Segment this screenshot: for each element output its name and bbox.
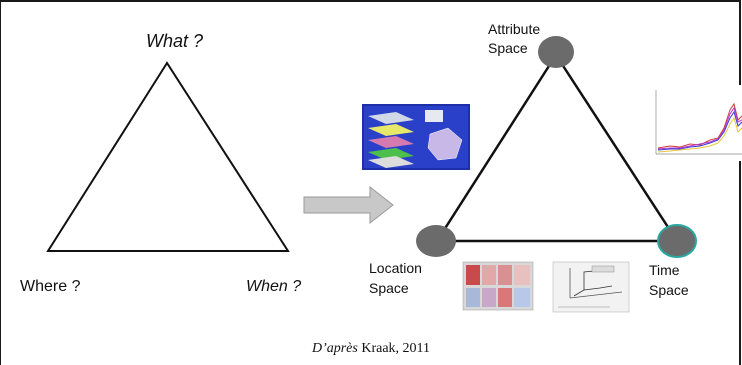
location-space-node xyxy=(416,225,456,257)
what-label: What ? xyxy=(146,31,204,51)
attribute-space-label-line1: Attribute xyxy=(488,21,541,37)
citation: D’après Kraak, 2011 xyxy=(0,341,742,357)
location-space-label-line2: Space xyxy=(369,280,409,296)
where-what-when-triangle xyxy=(46,61,290,252)
attribute-space-label-line2: Space xyxy=(488,40,528,56)
space-time-path-thumbnail xyxy=(552,261,630,313)
time-space-label-line1: Time xyxy=(649,262,680,278)
right-arrow-icon xyxy=(303,185,394,225)
attribute-space-label: Attribute Space xyxy=(488,20,540,58)
when-label: When ? xyxy=(246,278,302,295)
location-space-label: Location Space xyxy=(369,258,422,298)
citation-prefix: D’après xyxy=(311,341,358,356)
time-space-node xyxy=(657,224,697,258)
layered-map-thumbnail xyxy=(362,104,470,170)
time-space-label-line2: Space xyxy=(649,282,689,298)
time-series-chart-thumbnail xyxy=(650,85,742,161)
citation-rest: Kraak, 2011 xyxy=(357,341,431,356)
time-space-label: Time Space xyxy=(649,260,689,300)
small-multiples-thumbnail xyxy=(462,261,534,311)
spaces-triangle xyxy=(434,52,680,243)
where-label: Where ? xyxy=(20,278,81,295)
location-space-label-line1: Location xyxy=(369,260,422,276)
attribute-space-node xyxy=(538,36,574,68)
